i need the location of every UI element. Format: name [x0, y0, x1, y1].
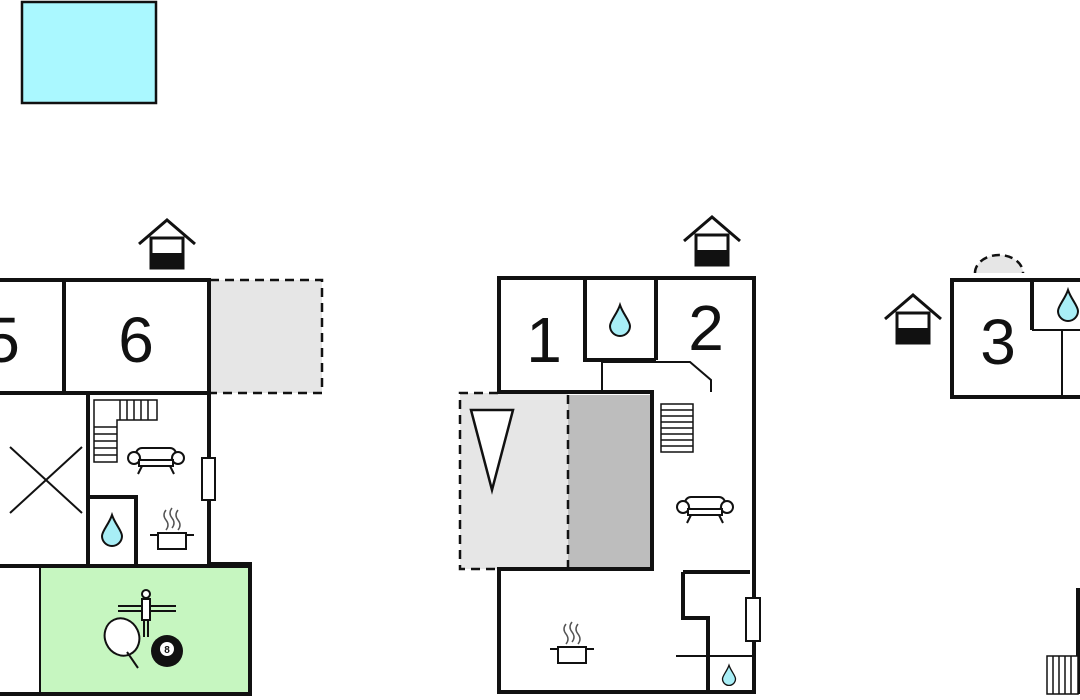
room-number-1: 1 — [526, 304, 562, 376]
room-number-5: 5 — [0, 304, 20, 376]
cooking-pot-icon — [149, 507, 195, 550]
svg-text:8: 8 — [164, 645, 170, 656]
window-icon — [201, 457, 216, 501]
pool — [20, 0, 158, 105]
covered-terrace — [568, 395, 651, 567]
triangle-marker-icon — [469, 408, 515, 495]
building-left: 8 5 6 — [0, 218, 324, 696]
water-drop-icon — [1057, 289, 1079, 322]
terrace — [210, 280, 322, 393]
building-middle: 1 2 — [458, 215, 761, 694]
water-drop-icon — [101, 514, 123, 547]
staircase-icon — [1046, 655, 1079, 695]
sofa-icon — [127, 447, 185, 475]
bay-window — [973, 253, 1025, 274]
building-right: 3 — [883, 253, 1080, 695]
entrance-icon — [137, 218, 197, 270]
table-football-icon — [118, 589, 176, 637]
billiard-ball-icon: 8 — [151, 635, 183, 667]
cooking-pot-icon — [549, 621, 595, 664]
void-cross-icon — [9, 446, 83, 514]
entrance-icon — [682, 215, 742, 267]
staircase-icon — [93, 399, 158, 463]
water-drop-icon — [609, 304, 631, 337]
ping-pong-icon — [103, 617, 141, 669]
entrance-icon — [883, 293, 943, 345]
sofa-icon — [676, 496, 734, 524]
room-number-6: 6 — [118, 304, 154, 376]
room-number-2: 2 — [688, 292, 724, 364]
room-number-3: 3 — [980, 306, 1016, 378]
window-icon — [745, 597, 761, 642]
staircase-icon — [660, 403, 694, 453]
water-drop-icon — [721, 664, 737, 687]
